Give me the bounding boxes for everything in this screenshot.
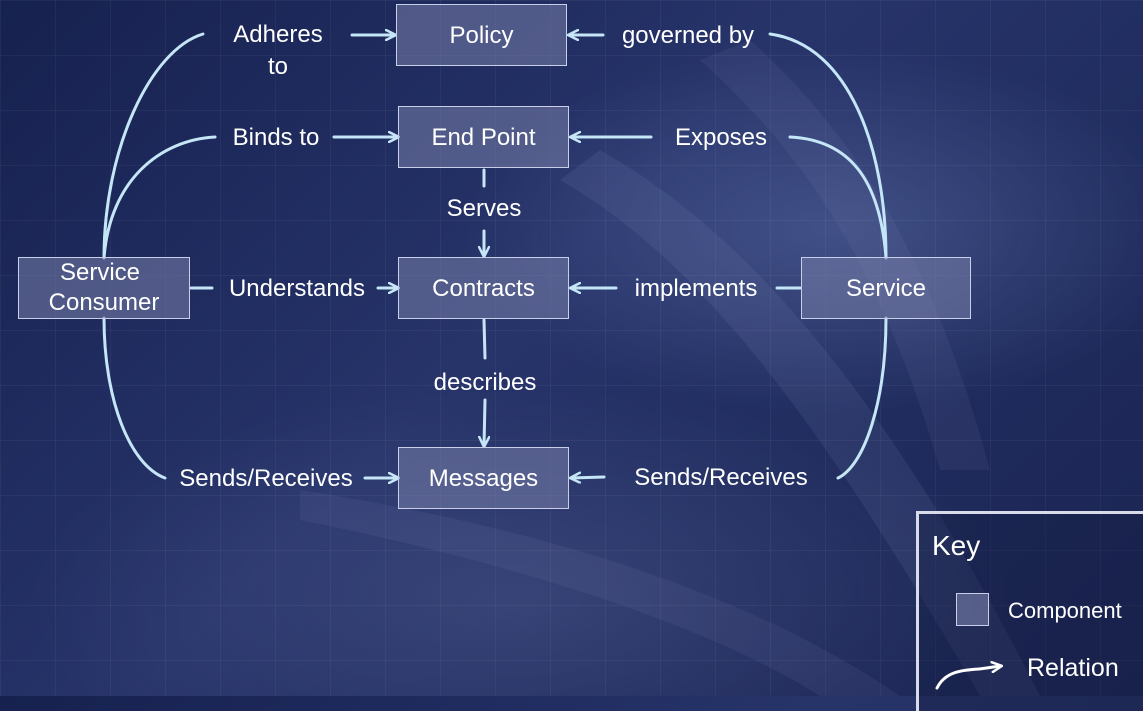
legend-relation-icon [935,654,1011,690]
legend-relation-label: Relation [1027,654,1119,682]
end-point-node: End Point [398,106,569,168]
service-label: Service [845,274,927,302]
contracts-label: Contracts [432,274,535,302]
legend-title: Key [932,530,981,561]
service-consumer-label-line2: Consumer [48,289,160,316]
describes-arrow [484,398,485,446]
relation-lines [102,0,888,696]
service-sends-receives-arrow [571,477,606,478]
policy-node: Policy [396,4,567,66]
service-node: Service [801,257,971,319]
service-sends-receives-label: Sends/Receives [634,464,808,491]
understands-label: Understands [228,275,366,302]
messages-node: Messages [398,447,569,509]
binds-to-label: Binds to [232,124,320,151]
consumer-to-messages-curve [102,316,167,480]
legend-component-swatch [956,593,989,626]
describes-line [482,318,487,360]
legend-component-label: Component [1008,598,1122,623]
implements-label: implements [634,275,758,302]
service-to-endpoint-curve [788,135,888,260]
policy-label: Policy [449,21,514,49]
legend-box: Key Component Relation [916,511,1143,711]
service-to-messages-curve [836,316,888,480]
contracts-node: Contracts [398,257,569,319]
service-consumer-node: Service Consumer [18,257,190,319]
describes-label: describes [433,369,537,396]
adheres-to-line2: to [267,53,288,80]
exposes-label: Exposes [674,124,768,151]
consumer-to-endpoint-curve [102,135,217,260]
governed-by-label: governed by [621,22,755,49]
adheres-to-label: Adheres to [218,19,338,83]
consumer-sends-receives-label: Sends/Receives [179,465,353,492]
service-consumer-label-line1: Service [59,259,141,286]
serves-label: Serves [446,195,522,222]
service-to-policy-curve [768,32,888,260]
consumer-to-policy-curve [102,32,205,260]
adheres-to-line1: Adheres [233,21,323,48]
end-point-label: End Point [431,123,536,151]
messages-label: Messages [428,464,539,492]
